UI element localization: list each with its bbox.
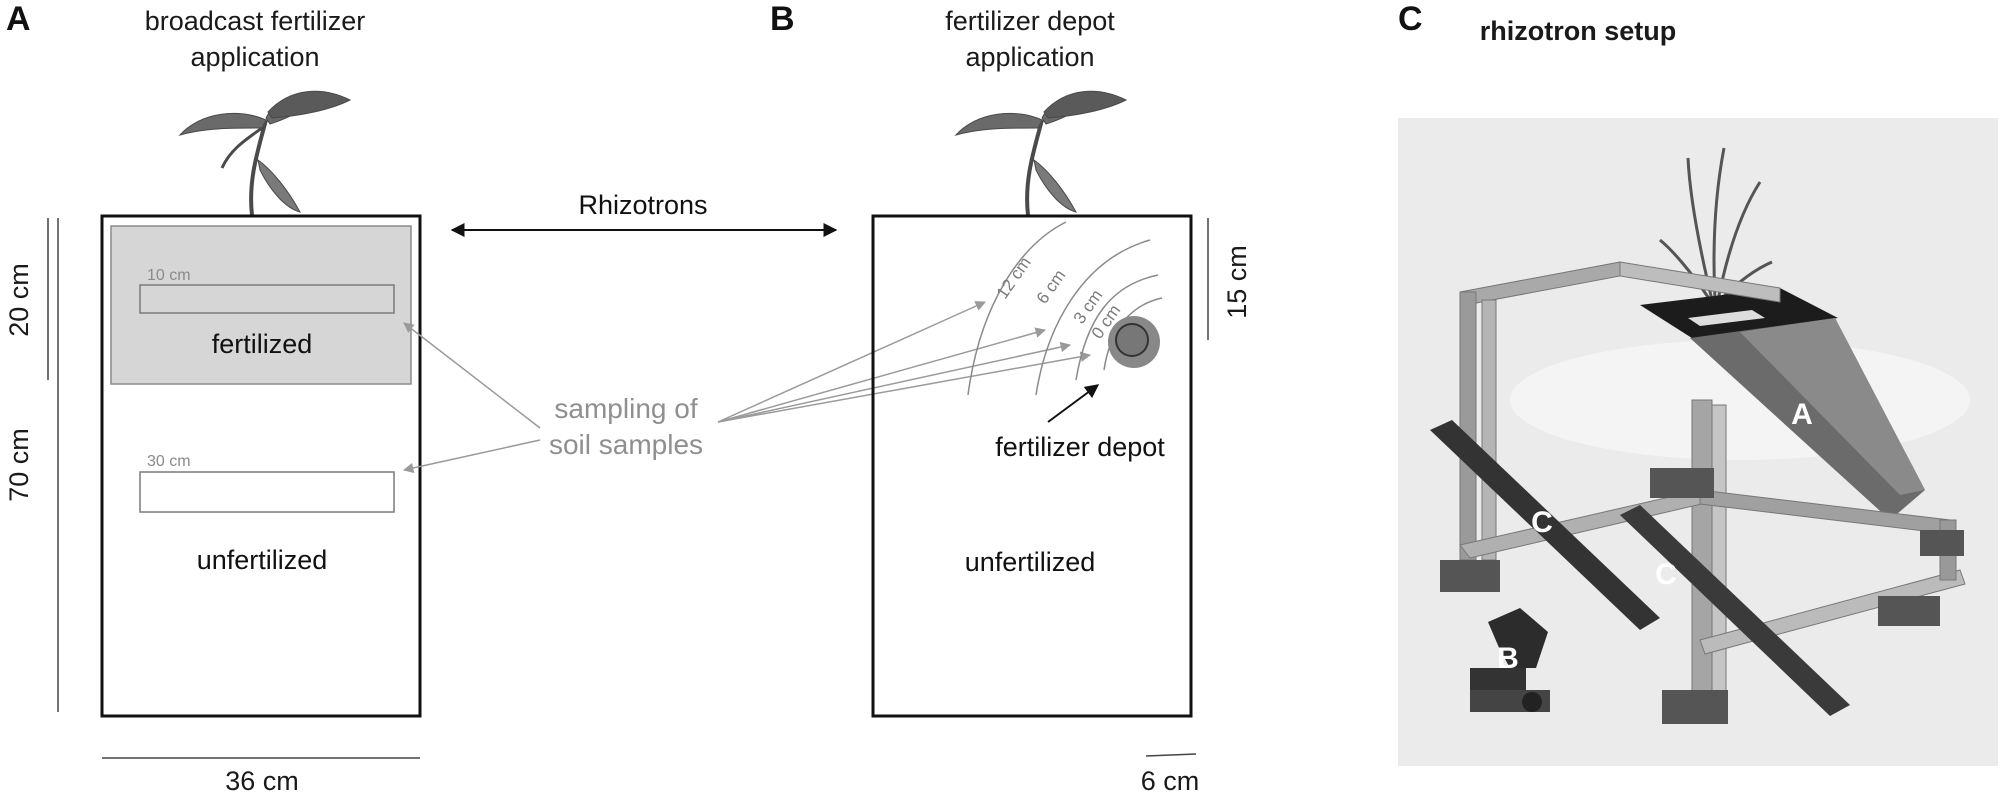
dim-line-6cm <box>1145 753 1197 757</box>
distance-arcs <box>967 221 1163 396</box>
depth-label-30cm: 30 cm <box>147 453 191 470</box>
panel-a-title-line2: application <box>190 42 319 72</box>
sampling-arrows <box>402 301 1092 474</box>
dim-label-6cm: 6 cm <box>1141 766 1200 796</box>
rhizotron-setup-photo <box>1398 118 1998 766</box>
panel-c-title: rhizotron setup <box>1480 16 1677 46</box>
rhizotrons-label: Rhizotrons <box>578 190 707 220</box>
unfertilized-label-b: unfertilized <box>965 547 1096 577</box>
dim-label-15cm: 15 cm <box>1222 245 1252 319</box>
panel-b-title-line2: application <box>965 42 1094 72</box>
panel-a-title-line1: broadcast fertilizer <box>145 6 366 36</box>
depth-label-10cm: 10 cm <box>147 267 191 284</box>
photo-label-b-camera: B <box>1497 642 1519 675</box>
fertilized-label: fertilized <box>212 329 313 359</box>
rhizotron-b-frame <box>871 214 1193 718</box>
photo-label-c-rail-1: C <box>1531 506 1553 539</box>
photo-label-c-rail-2: C <box>1655 558 1677 591</box>
fertilized-zone <box>110 225 412 385</box>
panel-a-letter: A <box>6 0 31 38</box>
dim-label-70cm: 70 cm <box>4 428 34 502</box>
sampling-label-line1: sampling of <box>554 393 697 424</box>
photo-label-a-rhizotron: A <box>1791 398 1813 431</box>
sampling-label-line2: soil samples <box>549 429 703 460</box>
unfertilized-label-a: unfertilized <box>197 545 328 575</box>
sampling-strip-10cm <box>139 284 395 314</box>
fertilizer-depot-inner <box>1115 323 1149 357</box>
sampling-strip-30cm <box>139 471 395 513</box>
distance-label-6cm: 6 cm <box>1033 266 1070 307</box>
panel-b-title-line1: fertilizer depot <box>945 6 1115 36</box>
panel-b-letter: B <box>770 0 795 38</box>
depot-pointer-arrow <box>1047 384 1100 423</box>
panel-c-letter: C <box>1398 0 1423 38</box>
dim-label-36cm: 36 cm <box>225 766 299 796</box>
dim-label-20cm: 20 cm <box>4 263 34 337</box>
fertilizer-depot-label: fertilizer depot <box>995 432 1165 462</box>
distance-label-12cm: 12 cm <box>993 253 1035 302</box>
plant-icon-b <box>954 90 1128 216</box>
plant-icon-a <box>178 90 352 216</box>
